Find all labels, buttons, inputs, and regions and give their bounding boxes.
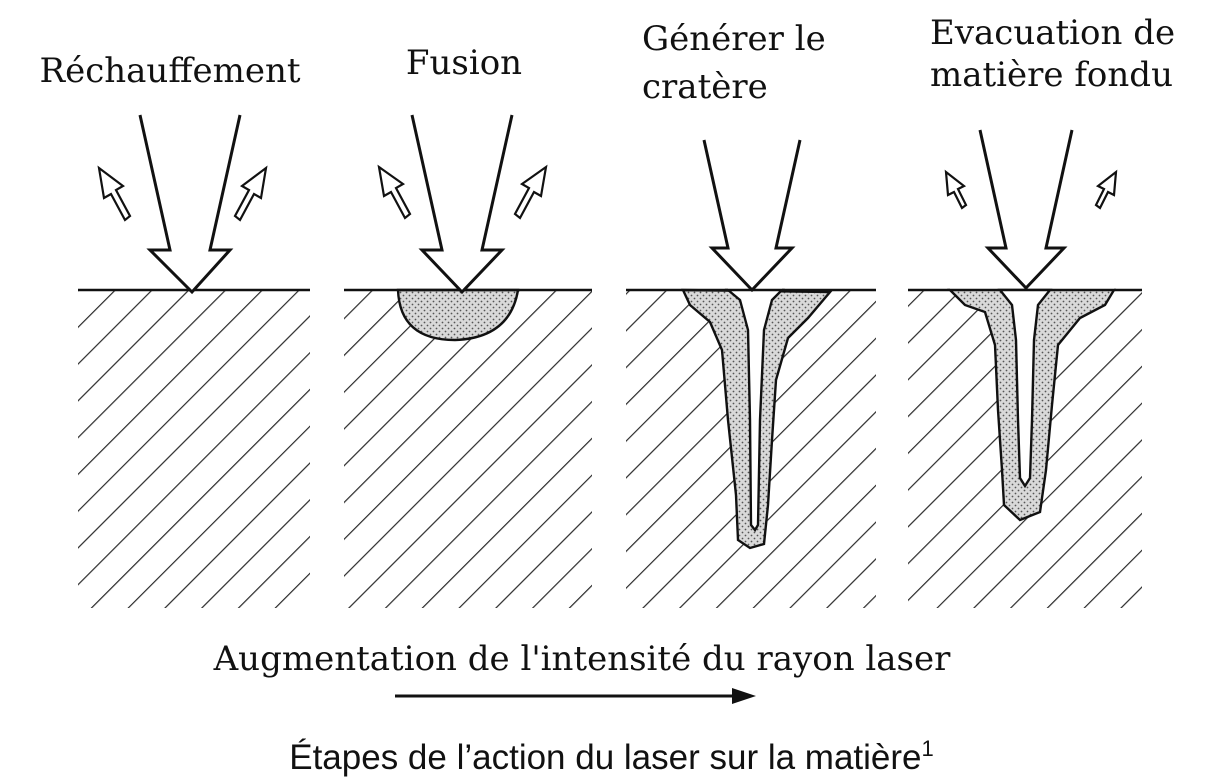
stage-crater-label-line-2: cratère — [642, 67, 768, 107]
ejection-arrow-right-evacuation — [1094, 169, 1118, 210]
stage-evacuation: Evacuation de matière fondu — [908, 13, 1186, 608]
laser-beam-arrow-fusion — [410, 114, 514, 295]
stage-heating: Réchauffement — [39, 51, 310, 608]
stage-fusion: Fusion — [344, 43, 592, 608]
reflection-arrow-left-fusion — [377, 164, 412, 220]
crater-cavity — [724, 288, 785, 533]
laser-beam-arrow-evacuation — [978, 129, 1074, 291]
stage-crater-label-line-1: Générer le — [642, 19, 826, 59]
stage-fusion-label: Fusion — [406, 43, 522, 83]
stage-heating-label-line-1: Réchauffement — [39, 51, 300, 91]
figure-caption: Étapes de l’action du laser sur la matiè… — [0, 736, 1223, 778]
reflection-arrow-right-heating — [233, 165, 268, 222]
reflection-arrow-left-heating — [97, 165, 132, 222]
laser-stages-diagram: Réchauffement Fusion Générer le cratère — [39, 13, 1186, 704]
stage-fusion-label-line-1: Fusion — [406, 43, 522, 83]
intensity-axis-label: Augmentation de l'intensité du rayon las… — [213, 639, 951, 679]
material-block-fusion — [344, 290, 592, 608]
intensity-arrow-head — [732, 688, 756, 704]
material-block-heating — [78, 290, 310, 608]
intensity-axis: Augmentation de l'intensité du rayon las… — [213, 639, 951, 704]
stage-heating-label: Réchauffement — [39, 51, 300, 91]
stage-crater: Générer le cratère — [626, 19, 876, 608]
figure-caption-text: Étapes de l’action du laser sur la matiè… — [289, 738, 922, 777]
reflection-arrow-right-fusion — [513, 164, 548, 220]
crater-cavity-evacuation — [997, 288, 1053, 489]
figure-caption-footnote-marker: 1 — [921, 736, 934, 761]
stage-evacuation-label-line-2: matière fondu — [930, 55, 1173, 95]
melt-pool-fusion — [396, 288, 520, 342]
stage-crater-label: Générer le cratère — [642, 19, 837, 107]
laser-beam-arrow-crater — [702, 139, 802, 293]
stage-evacuation-label-line-1: Evacuation de — [930, 13, 1175, 53]
laser-beam-arrow-heating — [138, 114, 242, 295]
stage-evacuation-label: Evacuation de matière fondu — [930, 13, 1186, 95]
ejection-arrow-left-evacuation — [944, 169, 968, 210]
